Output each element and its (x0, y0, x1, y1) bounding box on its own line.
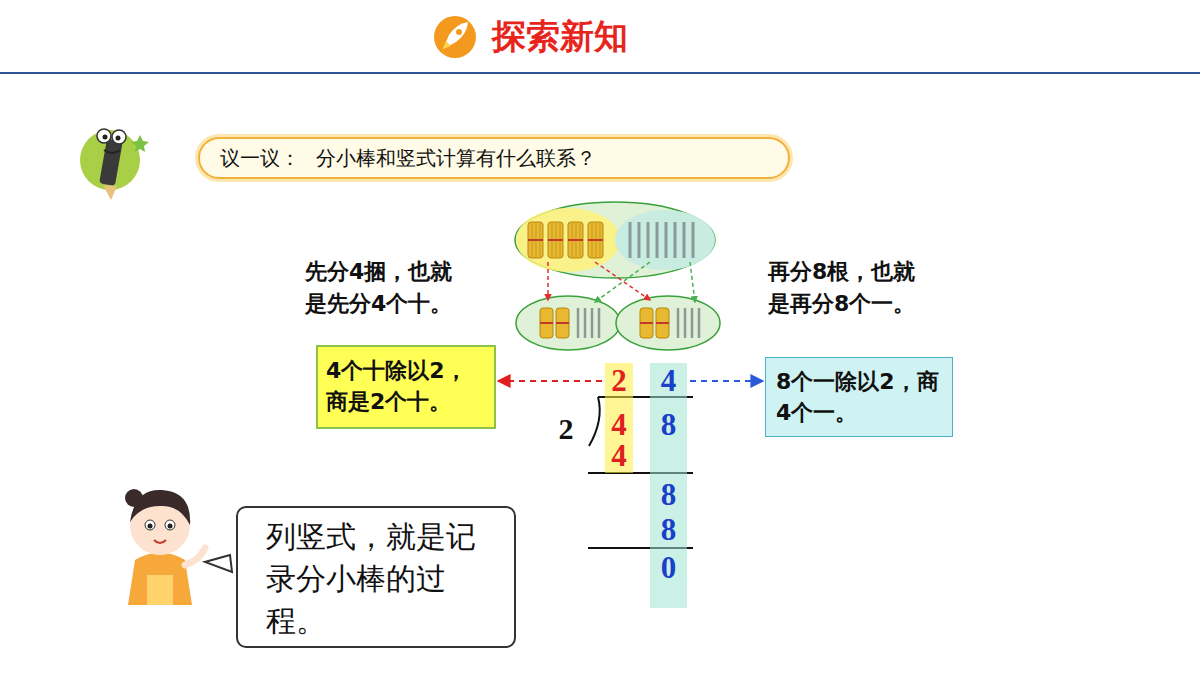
division-digit: 8 (650, 408, 687, 442)
dashed-arrow (690, 380, 763, 382)
explanation-note: 再分8根，也就是再分8个一。 (768, 256, 920, 320)
question-cloud: 议一议： 分小棒和竖式计算有什么联系？ (198, 137, 790, 179)
dashed-arrow (498, 380, 602, 382)
explanation-box: 8个一除以2，商4个一。 (765, 357, 953, 437)
rocket-icon (434, 16, 476, 58)
tens-column: 2 44 (605, 363, 633, 473)
division-digit: 4 (605, 439, 633, 473)
sticks-illustration (515, 202, 720, 350)
division-digit: 4 (650, 364, 687, 398)
ones-column: 48880 (650, 363, 687, 608)
box-text: 8个一除以2，商4个一。 (776, 367, 942, 429)
header-rule (0, 72, 1200, 74)
box-text: 列竖式，就是记录分小棒的过程。 (266, 516, 486, 642)
division-digit: 2 (605, 364, 633, 398)
explanation-note: 先分4捆，也就是先分4个十。 (305, 256, 457, 320)
divisor-digit: 2 (553, 407, 579, 451)
pen-mascot (80, 129, 149, 200)
girl-figure (125, 489, 232, 605)
explanation-box: 4个十除以2，商是2个十。 (316, 345, 496, 429)
speech-bubble: 列竖式，就是记录分小棒的过程。 (236, 506, 516, 648)
division-digit: 4 (605, 408, 633, 442)
division-digit: 0 (650, 551, 687, 585)
division-digit: 8 (650, 478, 687, 512)
division-digit: 8 (650, 513, 687, 547)
activity-label: 议一议： (220, 145, 300, 172)
question-text: 分小棒和竖式计算有什么联系？ (316, 145, 596, 172)
slide-title: 探索新知 (492, 14, 628, 60)
box-text: 4个十除以2，商是2个十。 (326, 356, 486, 418)
